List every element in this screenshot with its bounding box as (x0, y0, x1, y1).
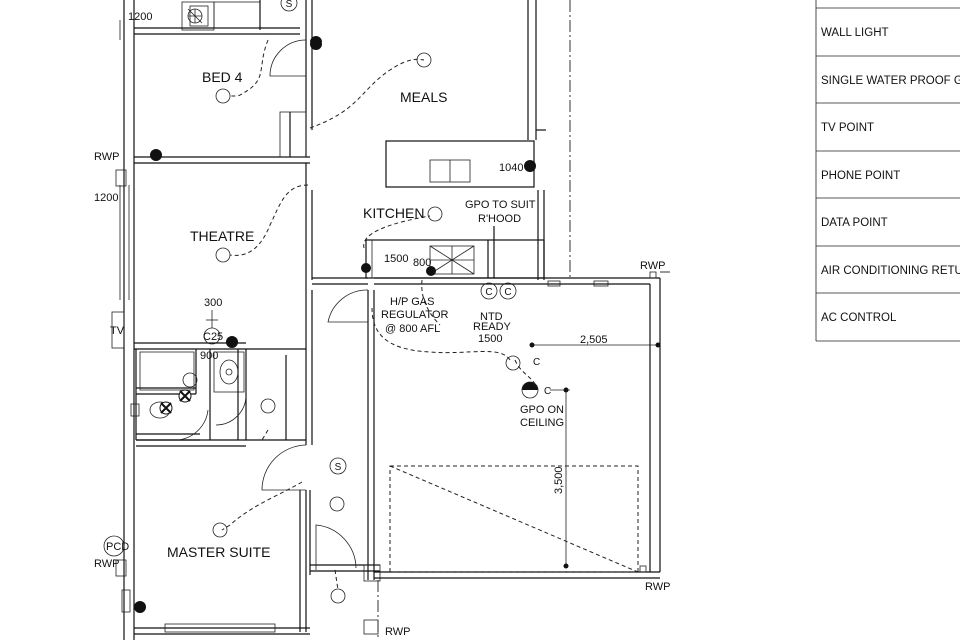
svg-text:1200: 1200 (94, 192, 118, 204)
ac-outlet-icon (499, 282, 517, 300)
garage-door (389, 465, 639, 573)
svg-text:RWP: RWP (645, 581, 670, 593)
light-hall (260, 398, 276, 414)
gpo-icon (361, 263, 371, 273)
legend-table: WALL LIGHT SINGLE WATER PROOF GPO TV POI… (815, 0, 960, 342)
dimension-labels: 1200 1200 1040 1500 800 300 900 C25 2,50… (94, 11, 608, 494)
switch-icon (150, 149, 162, 161)
gpo-ceiling-icon (522, 382, 538, 390)
svg-text:TV: TV (110, 325, 125, 337)
svg-text:@ 800 AFL: @ 800 AFL (385, 323, 440, 335)
svg-text:300: 300 (204, 297, 222, 309)
svg-text:REGULATOR: REGULATOR (381, 309, 448, 321)
svg-text:H/P GAS: H/P GAS (390, 296, 434, 308)
room-label-kitchen: KITCHEN (363, 205, 424, 221)
smoke-detectors: S S (280, 0, 347, 475)
svg-text:C: C (485, 287, 492, 298)
room-labels: BED 4 MEALS KITCHEN THEATRE MASTER SUITE (167, 69, 447, 560)
legend-item: AIR CONDITIONING RETURN (821, 265, 960, 277)
gpo-icon (426, 266, 436, 276)
ac-outlet-icon (480, 282, 498, 300)
svg-text:RWP: RWP (94, 151, 119, 163)
svg-text:900: 900 (200, 350, 218, 362)
light-kitchen (427, 206, 443, 222)
switch-wiring (221, 39, 536, 591)
svg-text:RWP: RWP (385, 626, 410, 638)
svg-text:1500: 1500 (384, 253, 408, 265)
smoke-label: S (335, 462, 342, 473)
svg-text:NTD: NTD (480, 311, 503, 323)
light-points (182, 52, 521, 604)
smoke-detector-icon (329, 457, 347, 475)
light-bed4 (215, 88, 231, 104)
svg-text:C: C (533, 357, 540, 368)
rwp-icon (115, 559, 127, 577)
downpipes (103, 169, 657, 635)
switch-icon (134, 601, 146, 613)
svg-text:3,500: 3,500 (553, 466, 565, 494)
switch-icon (310, 38, 322, 50)
svg-text:800: 800 (413, 257, 431, 269)
rwp-icon (363, 619, 379, 635)
legend-item: SINGLE WATER PROOF GPO (821, 75, 960, 87)
light-master (212, 522, 228, 538)
annotation-notes: GPO TO SUIT R'HOOD H/P GAS REGULATOR @ 8… (381, 199, 564, 429)
light-garage (505, 355, 521, 371)
room-label-meals: MEALS (400, 89, 447, 105)
svg-text:C: C (544, 386, 551, 397)
room-label-bed4: BED 4 (202, 69, 243, 85)
fixtures (111, 5, 239, 613)
rwp-icon (639, 565, 647, 573)
svg-text:1500: 1500 (478, 333, 502, 345)
switch-icon (524, 160, 536, 172)
rwp-icon (115, 169, 127, 187)
svg-text:1040: 1040 (499, 162, 523, 174)
legend-item: TV POINT (821, 122, 874, 134)
aircon-points: C C C C (203, 282, 551, 397)
svg-text:2,505: 2,505 (580, 334, 608, 346)
svg-text:READY: READY (473, 321, 512, 333)
legend-item: PHONE POINT (821, 170, 900, 182)
pcd-icon (103, 535, 125, 557)
light-theatre (215, 247, 231, 263)
room-label-theatre: THEATRE (190, 228, 254, 244)
svg-text:RWP: RWP (94, 558, 119, 570)
light-robe (329, 496, 345, 512)
svg-text:GPO ON: GPO ON (520, 404, 564, 416)
svg-text:C: C (504, 287, 511, 298)
light-entry (330, 588, 346, 604)
smoke-label: S (286, 0, 293, 10)
walls (119, 0, 661, 640)
marker-labels: RWP RWP RWP RWP RWP PCD TV (94, 151, 670, 638)
svg-text:1200: 1200 (128, 11, 152, 23)
dimension-lines (206, 310, 661, 569)
svg-text:C25: C25 (203, 331, 223, 343)
smoke-detector-icon (280, 0, 298, 12)
door-swings (177, 39, 369, 570)
rwp-icon (649, 271, 657, 279)
switch-icon (226, 336, 238, 348)
svg-text:CEILING: CEILING (520, 417, 564, 429)
svg-text:PCD: PCD (106, 541, 129, 553)
svg-text:RWP: RWP (640, 260, 665, 272)
room-label-master: MASTER SUITE (167, 544, 270, 560)
wall-switches (134, 8, 539, 613)
light-bath (182, 372, 198, 388)
legend-item: AC CONTROL (821, 312, 897, 324)
legend-item: WALL LIGHT (821, 27, 889, 39)
svg-text:GPO TO SUIT: GPO TO SUIT (465, 199, 536, 211)
legend-item: DATA POINT (821, 217, 888, 229)
svg-text:R'HOOD: R'HOOD (478, 213, 521, 225)
light-meals (416, 52, 432, 68)
